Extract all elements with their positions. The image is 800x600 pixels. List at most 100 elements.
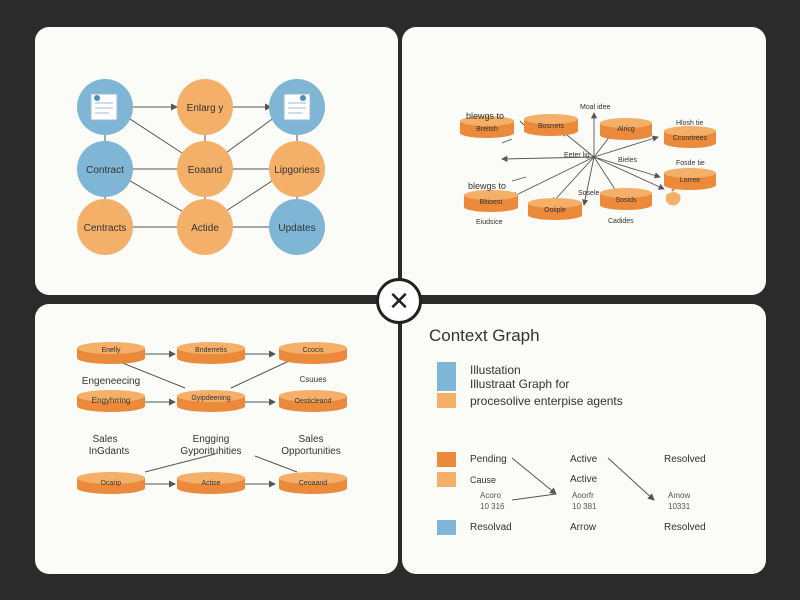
arrow-caption: Aoorfr 10 381 <box>572 491 597 511</box>
node-label: Ccocis <box>302 347 324 354</box>
text-label: Opportunities <box>281 446 340 457</box>
edge-label: blewgs to <box>468 181 506 191</box>
active-label: Active <box>570 474 598 485</box>
legend-label: procesolive enterpise agents <box>470 393 623 408</box>
hub-node: Cconrtrees <box>664 126 716 148</box>
node-centracts: Centracts <box>77 199 133 255</box>
node-label: Engyhrring <box>92 396 131 405</box>
hub-label: Eeter lig <box>564 152 590 159</box>
cyl-node: Ceoaand <box>279 472 347 494</box>
node-label: Enlarg y <box>187 103 224 114</box>
node-updates: Updates <box>269 199 325 255</box>
text-label: Sales <box>92 434 117 445</box>
node-label: Actide <box>191 223 219 234</box>
node-label: Bnderretis <box>195 347 227 354</box>
text-label: Engging <box>193 434 230 445</box>
text-label: Sales <box>298 434 323 445</box>
node-label: Dcarip <box>101 480 121 487</box>
sales-graph-diagram: Enelly Bnderretis Ccocis Engyhrring Gyip… <box>77 342 347 494</box>
legend-swatch <box>437 376 456 391</box>
node-label: Alricg <box>617 126 635 133</box>
legend-swatch <box>437 393 456 408</box>
status-swatch <box>437 472 456 487</box>
hub-node: Alricg <box>600 118 652 140</box>
text-label: Gyporituhities <box>180 446 241 457</box>
resolved-label: Resolved <box>664 454 706 465</box>
cyl-node: Bnderretis <box>177 342 245 364</box>
panel-entity-graph: Enlarg y Contract Eoaand Lipgoriess <box>35 27 398 295</box>
hub-graph-diagram: Breitsh Bosrrets Alricg Cconrtrees Lorre… <box>460 104 716 226</box>
edge-label: Eiudsice <box>476 219 503 226</box>
node-label: Sosids <box>615 197 637 204</box>
node-contract: Contract <box>77 141 133 197</box>
cyl-node: Enelly <box>77 342 145 364</box>
node-document-1 <box>77 79 133 135</box>
hub-node: Bltioest <box>464 190 518 212</box>
legend-label: Illustation <box>470 362 521 377</box>
cyl-node: Dcarip <box>77 472 145 494</box>
node-label: Breitsh <box>476 126 498 133</box>
hub-node: Bosrrets <box>524 114 578 136</box>
node-label: Bosrrets <box>538 123 565 130</box>
edge-label: blewgs to <box>466 111 504 121</box>
panel-hub-graph: Breitsh Bosrrets Alricg Cconrtrees Lorre… <box>402 27 766 295</box>
status-label: Resolvad <box>470 522 512 533</box>
node-label: Gyipdeening <box>191 395 230 402</box>
close-icon: ✕ <box>388 286 410 316</box>
text-label: InGdants <box>89 446 130 457</box>
status-resolved-left: Resolvad <box>437 520 512 535</box>
edge-label: Bieles <box>618 157 638 164</box>
node-entity: Enlarg y <box>177 79 233 135</box>
node-label: Eoaand <box>188 165 222 176</box>
arrow-caption: Amow 10331 <box>668 491 691 511</box>
node-label: Updates <box>278 223 315 234</box>
edge-label: Hlosh tie <box>676 120 703 127</box>
status-swatch <box>437 452 456 467</box>
node-eoaand: Eoaand <box>177 141 233 197</box>
node-label: Bltioest <box>480 199 503 206</box>
legend-item: procesolive enterpise agents <box>437 393 623 408</box>
node-label: Ceoaand <box>299 480 328 487</box>
legend-label: Illustraat Graph for <box>470 376 570 391</box>
node-lipgoriess: Lipgoriess <box>269 141 325 197</box>
resolved-label: Resolved <box>664 522 706 533</box>
page-title: Context Graph <box>429 326 540 345</box>
status-cause: Cause <box>437 472 496 487</box>
edge-label: Moal idee <box>580 104 610 111</box>
node-document-2 <box>269 79 325 135</box>
cyl-node: Ccocis <box>279 342 347 364</box>
node-label: Lipgoriess <box>274 165 320 176</box>
status-pending: Pending <box>437 452 507 467</box>
arrow-caption: Acoro 10 316 <box>480 491 505 511</box>
cyl-node: Gyipdeening <box>177 390 245 412</box>
edge-label: Sosele <box>578 190 600 197</box>
node-label: Lorree <box>680 177 700 184</box>
document-icon <box>90 93 118 121</box>
edge-label: Cadides <box>608 218 634 225</box>
entity-graph-diagram: Enlarg y Contract Eoaand Lipgoriess <box>77 79 325 255</box>
status-swatch <box>437 520 456 535</box>
legend-item: Illustation <box>437 362 521 377</box>
edges <box>114 350 298 488</box>
status-label: Cause <box>470 474 497 485</box>
hub-node: Breitsh <box>460 116 514 138</box>
node-label: Cconrtrees <box>673 135 708 142</box>
node-actide: Actide <box>177 199 233 255</box>
edge-label: Fosde tie <box>676 160 705 167</box>
node-label: Contract <box>86 165 124 176</box>
status-label: Pending <box>470 454 507 465</box>
node-label: Enelly <box>101 347 121 354</box>
node-label: Ooiiple <box>544 207 566 214</box>
close-button[interactable]: ✕ <box>376 278 422 324</box>
hub-node: Lorree <box>664 168 716 190</box>
cyl-node: Engyhrring <box>77 390 145 412</box>
node-label: Centracts <box>84 223 127 234</box>
pointer-hand-icon <box>666 184 681 206</box>
arrow-label: Arrow <box>570 522 597 533</box>
node-label: Actise <box>201 480 220 487</box>
cyl-node: Oesticleand <box>279 390 347 412</box>
document-icon <box>283 93 311 121</box>
hub-node: Ooiiple <box>528 198 582 220</box>
legend-item: Illustraat Graph for <box>437 376 569 391</box>
legend-swatch <box>437 362 456 377</box>
